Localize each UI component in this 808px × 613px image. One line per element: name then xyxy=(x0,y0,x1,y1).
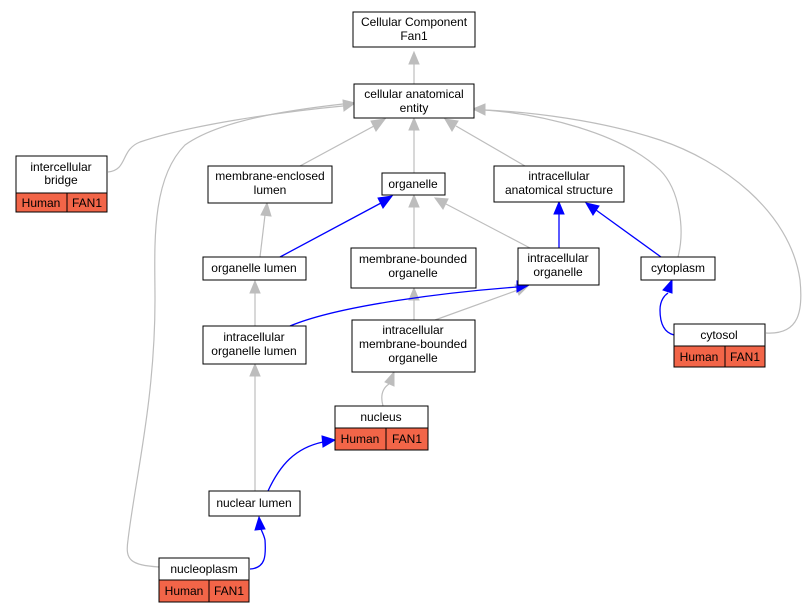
edge-cytoplasm-to-entity xyxy=(484,109,682,258)
node-label: bridge xyxy=(44,173,78,187)
node-label: Cellular Component xyxy=(361,15,468,29)
gene-label: FAN1 xyxy=(214,584,244,598)
node-label: organelle lumen xyxy=(211,261,296,275)
edge-intercellular-bridge-to-entity xyxy=(107,105,344,173)
node-cytosol[interactable]: cytosol Human FAN1 xyxy=(673,323,766,368)
node-intracellular-anatomical-structure[interactable]: intracellular anatomical structure xyxy=(493,165,625,203)
arrowhead xyxy=(408,193,420,208)
arrowhead xyxy=(408,116,420,131)
edge-nucleus-to-intracellular-mbo xyxy=(381,383,390,407)
node-label: cellular anatomical xyxy=(364,87,463,101)
arrowhead xyxy=(584,202,600,216)
node-membrane-bounded-organelle[interactable]: membrane-bounded organelle xyxy=(350,247,477,289)
edge-intracellular-organelle-to-organelle xyxy=(445,203,531,249)
node-intracellular-membrane-bounded-organelle[interactable]: intracellular membrane-bounded organelle xyxy=(351,319,476,373)
node-label: intracellular xyxy=(527,251,588,265)
node-label: organelle xyxy=(388,266,438,280)
edge-cytoplasm-part-of-structure xyxy=(595,209,662,258)
part-of-edges xyxy=(249,195,675,570)
edge-cytosol-part-of-cytoplasm xyxy=(659,292,675,336)
edge-membrane-enclosed-lumen-to-entity xyxy=(299,125,375,167)
arrowhead xyxy=(321,435,337,448)
gene-tag xyxy=(66,192,108,213)
arrowhead xyxy=(553,200,565,215)
arrowhead xyxy=(471,103,486,116)
edge-intracellular-organelle-lumen-part-of-intracellular-organelle xyxy=(289,286,518,327)
arrowhead xyxy=(444,118,459,132)
node-label: organelle xyxy=(533,265,583,279)
arrowhead xyxy=(433,197,449,210)
arrowhead xyxy=(254,515,266,531)
node-label: organelle xyxy=(388,351,438,365)
edge-organelle-lumen-to-membrane-enclosed-lumen xyxy=(259,214,266,258)
node-cellular-component[interactable]: Cellular Component Fan1 xyxy=(352,11,476,48)
node-label: organelle lumen xyxy=(211,344,296,358)
arrowhead xyxy=(260,201,272,217)
node-nuclear-lumen[interactable]: nuclear lumen xyxy=(208,490,301,517)
node-nucleus[interactable]: nucleus Human FAN1 xyxy=(334,405,429,451)
node-organelle-lumen[interactable]: organelle lumen xyxy=(202,256,307,281)
node-intercellular-bridge[interactable]: intercellular bridge Human FAN1 xyxy=(15,155,108,213)
node-organelle[interactable]: organelle xyxy=(381,172,446,196)
gene-tag xyxy=(724,345,766,368)
edge-cytosol-to-entity xyxy=(484,109,802,334)
edge-organelle-lumen-part-of-organelle xyxy=(279,202,382,258)
arrowhead xyxy=(249,362,261,377)
species-label: Human xyxy=(680,350,719,364)
node-intracellular-organelle[interactable]: intracellular organelle xyxy=(517,247,600,286)
species-label: Human xyxy=(341,432,380,446)
edge-nucleoplasm-to-entity xyxy=(126,103,344,568)
node-label: Fan1 xyxy=(400,29,428,43)
node-membrane-enclosed-lumen[interactable]: membrane-enclosed lumen xyxy=(207,165,333,204)
node-label: nuclear lumen xyxy=(216,496,291,510)
arrowhead xyxy=(384,370,395,387)
gene-label: FAN1 xyxy=(72,196,102,210)
species-label: Human xyxy=(165,584,204,598)
gene-tag xyxy=(208,579,250,603)
node-label: lumen xyxy=(254,183,287,197)
gene-label: FAN1 xyxy=(392,432,422,446)
arrowhead xyxy=(377,195,394,209)
arrowhead xyxy=(408,50,420,65)
arrowhead xyxy=(249,279,261,294)
edge-nuclear-lumen-part-of-nucleus xyxy=(267,441,324,492)
node-label: membrane-bounded xyxy=(359,252,467,266)
arrowhead xyxy=(342,99,357,112)
node-label: nucleoplasm xyxy=(170,562,237,576)
gene-tag xyxy=(385,427,429,451)
node-label: membrane-bounded xyxy=(359,337,467,351)
node-label: intracellular xyxy=(223,330,284,344)
node-label: intracellular xyxy=(528,169,589,183)
node-intracellular-organelle-lumen[interactable]: intracellular organelle lumen xyxy=(202,325,307,365)
gene-label: FAN1 xyxy=(730,350,760,364)
node-label: intracellular xyxy=(382,323,443,337)
arrowhead xyxy=(662,278,673,294)
edge-intracellular-anatomical-structure-to-entity xyxy=(455,125,526,167)
species-label: Human xyxy=(22,196,61,210)
node-label: entity xyxy=(400,101,429,115)
node-label: cytoplasm xyxy=(651,261,705,275)
node-label: anatomical structure xyxy=(505,183,613,197)
node-label: intercellular xyxy=(30,160,91,174)
node-label: cytosol xyxy=(700,328,737,342)
node-cytoplasm[interactable]: cytoplasm xyxy=(640,256,716,281)
node-label: nucleus xyxy=(360,410,401,424)
node-label: membrane-enclosed xyxy=(215,169,324,183)
is-a-edges xyxy=(107,50,802,568)
arrowhead xyxy=(370,118,387,132)
node-nucleoplasm[interactable]: nucleoplasm Human FAN1 xyxy=(158,557,250,603)
node-label: organelle xyxy=(388,177,438,191)
node-cellular-anatomical-entity[interactable]: cellular anatomical entity xyxy=(353,83,475,119)
edge-nucleoplasm-part-of-nuclear-lumen xyxy=(249,528,266,570)
edge-intracellular-mbo-to-intracellular-organelle xyxy=(434,289,519,321)
